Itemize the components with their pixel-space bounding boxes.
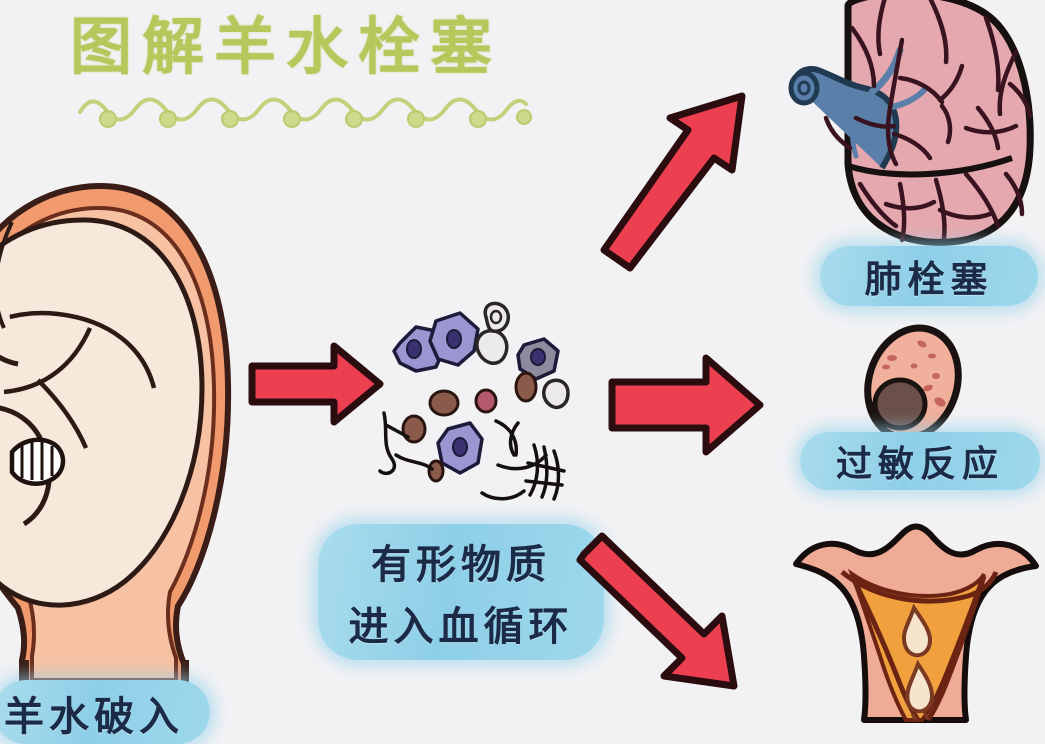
page-title-text: 图解羊水栓塞 [70, 10, 503, 83]
arrow-debris-to-lung [600, 92, 746, 272]
fetus-in-uterus-illustration [0, 182, 232, 695]
amniotic-fluid-debris-illustration [378, 301, 570, 501]
label-substance-line1: 有形物质 [371, 542, 551, 588]
label-allergic-reaction: 过敏反应 [800, 432, 1040, 490]
label-lung-embolism-text: 肺栓塞 [864, 258, 994, 301]
lung-illustration [788, 0, 1034, 246]
label-lung-embolism: 肺栓塞 [820, 246, 1038, 306]
label-substance-line2: 进入血循环 [348, 604, 574, 650]
uterus-bleeding-illustration [793, 523, 1039, 723]
mast-cell-illustration [864, 324, 962, 442]
arrow-uterus-to-debris [248, 342, 384, 426]
page-title: 图解羊水栓塞 [70, 8, 590, 138]
title-underline-decoration [78, 97, 532, 128]
label-bottom-partial-text: 羊水破入 [4, 694, 184, 740]
label-bottom-partial: 羊水破入 [0, 680, 210, 744]
arrow-debris-to-uterus-bleeding [576, 532, 738, 690]
arrow-debris-to-allergy [608, 354, 764, 456]
label-allergic-reaction-text: 过敏反应 [835, 444, 1004, 485]
label-substance-into-circulation: 有形物质 进入血循环 [318, 524, 604, 660]
